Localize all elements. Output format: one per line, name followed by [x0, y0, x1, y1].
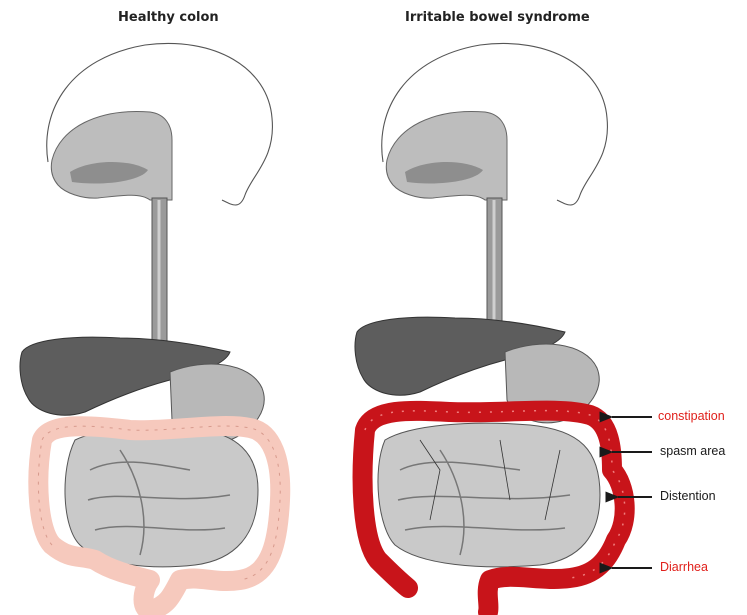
oral-cavity [386, 111, 507, 200]
small-intestine [65, 428, 258, 567]
label-spasm-area: spasm area [660, 444, 725, 458]
label-distention: Distention [660, 489, 716, 503]
label-diarrhea: Diarrhea [660, 560, 708, 574]
oral-cavity [51, 111, 172, 200]
ibs-figure [355, 43, 625, 612]
label-constipation: constipation [658, 409, 725, 423]
healthy-figure [20, 43, 280, 610]
